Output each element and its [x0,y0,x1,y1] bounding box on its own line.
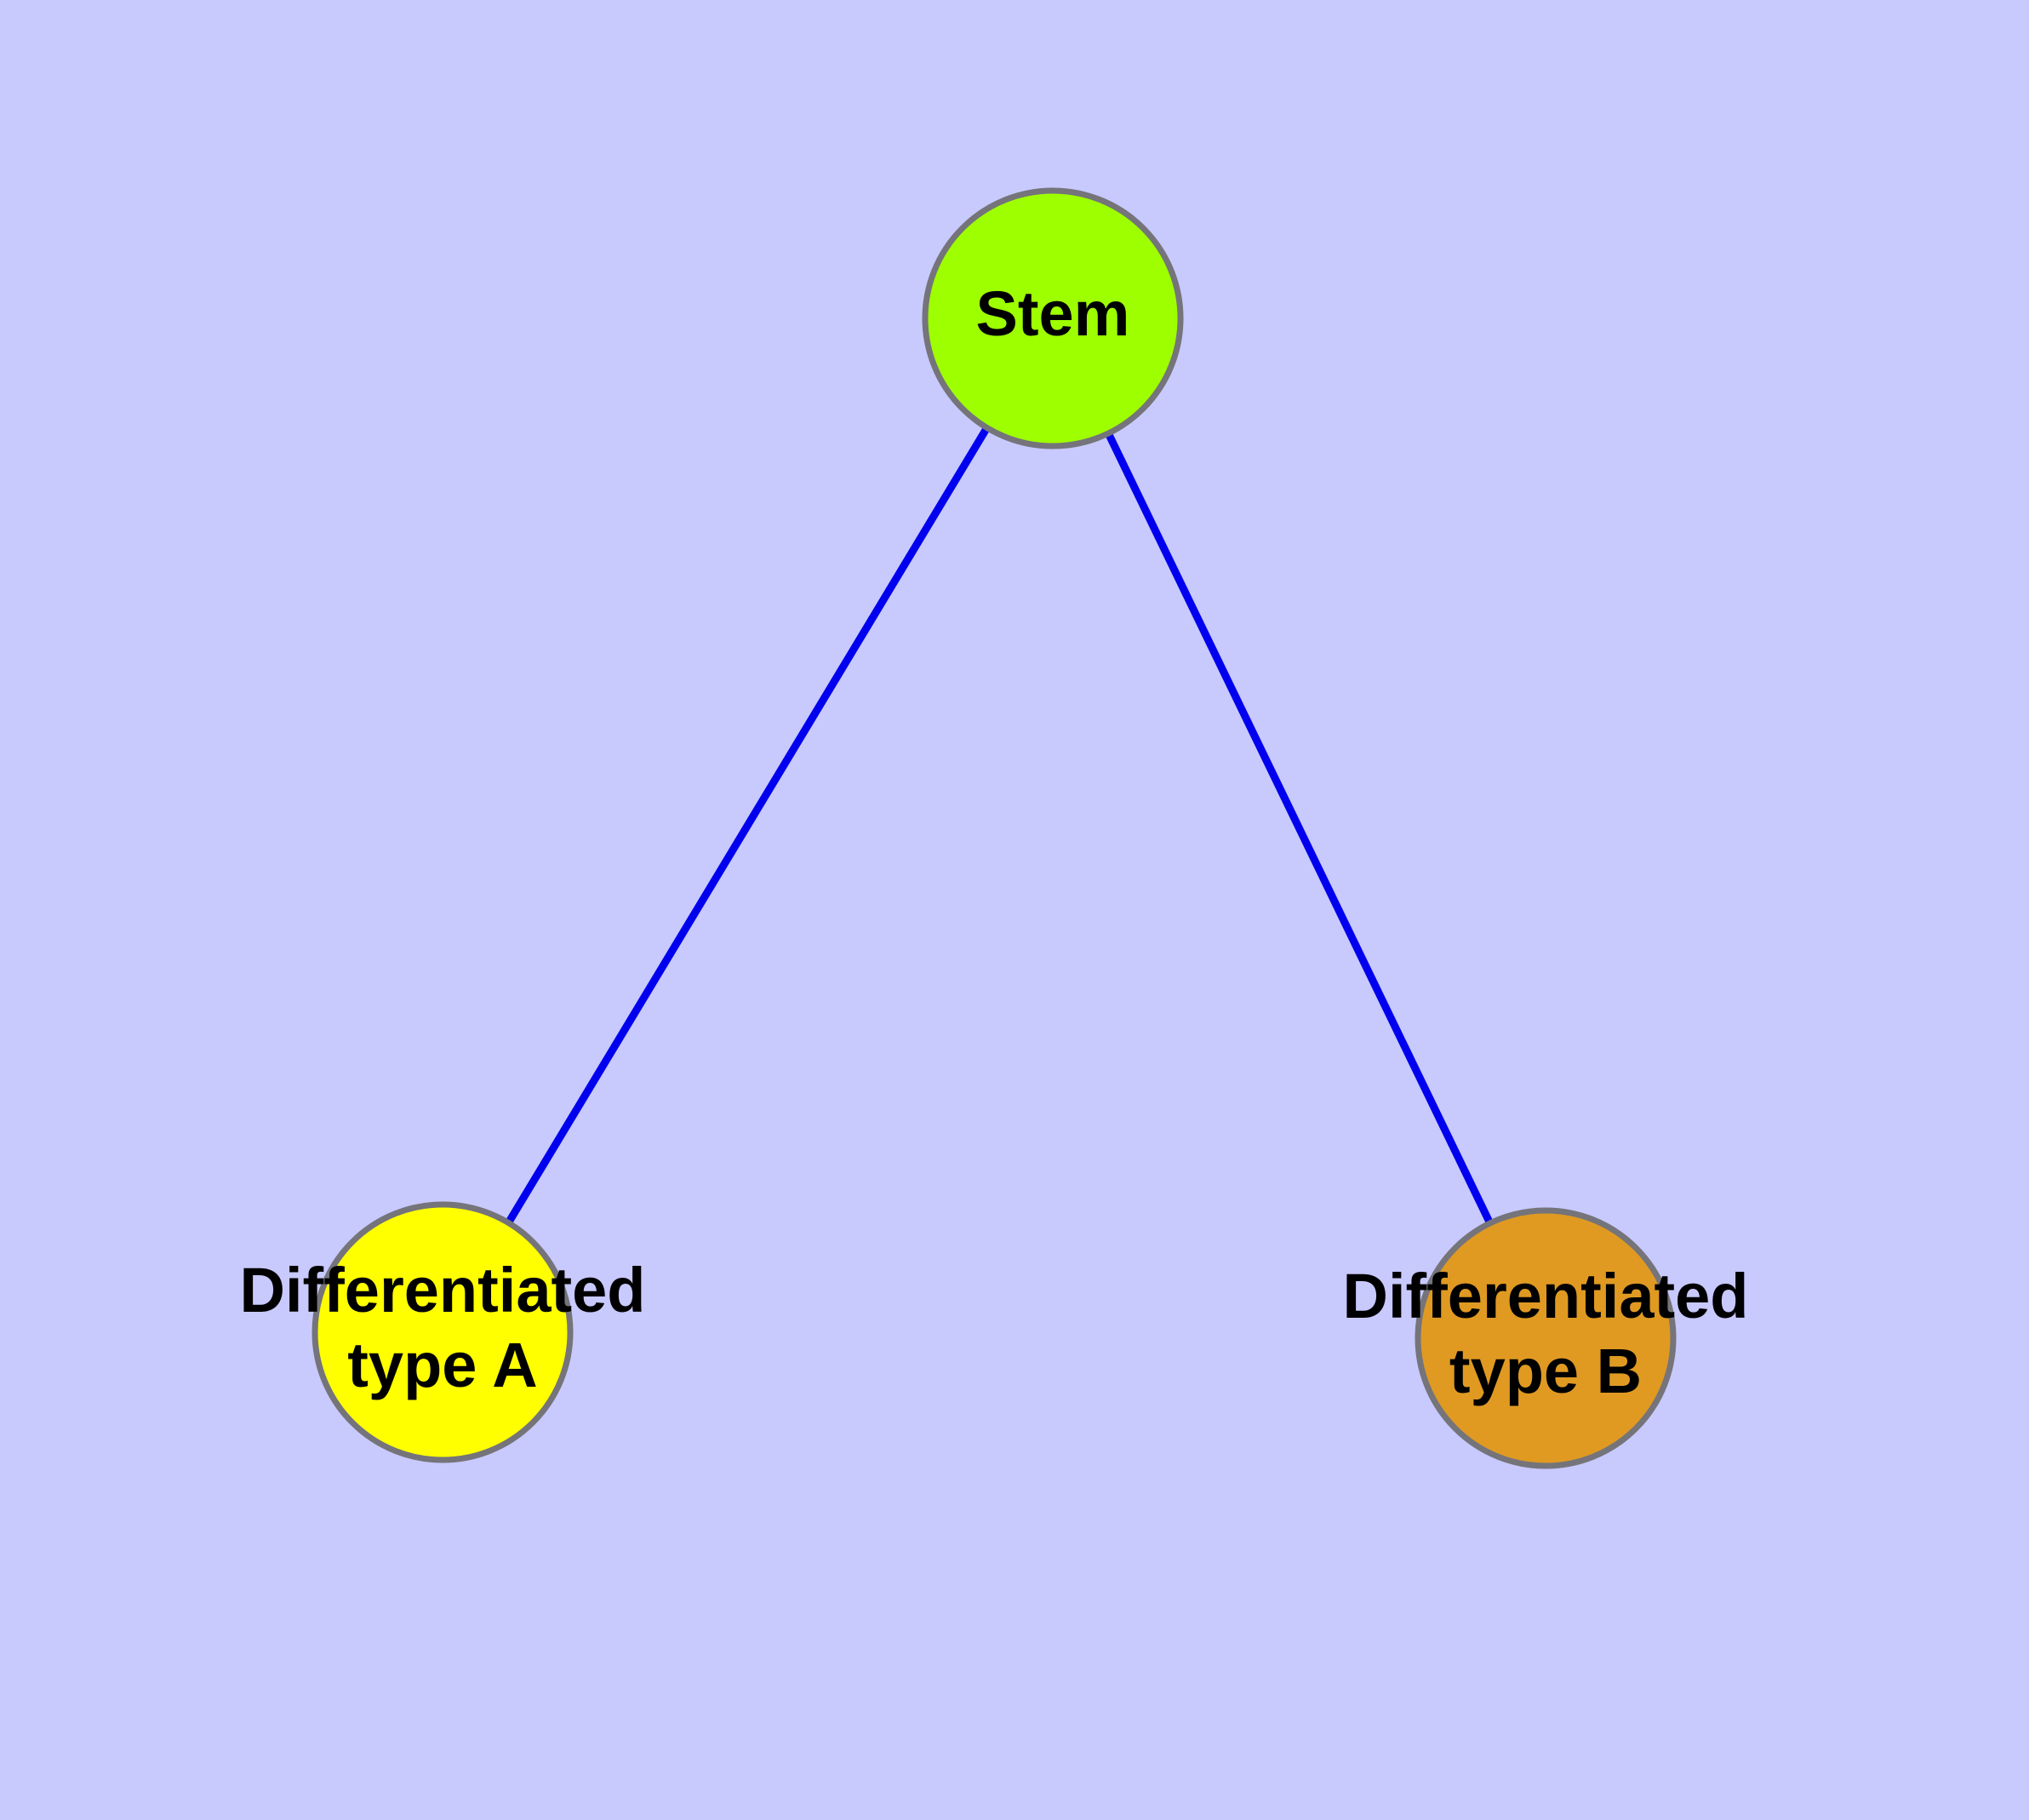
node-label-stem: Stem [976,278,1130,349]
node-circle-diff-b[interactable] [1415,1207,1677,1469]
edge-stem-to-diff-a[interactable] [439,316,1056,1335]
node-label-line: Differentiated [240,1255,646,1325]
node-label-line: Stem [976,278,1130,349]
node-label-line: type B [1449,1336,1642,1406]
edge-layer [439,316,1550,1340]
node-label-line: Differentiated [1343,1261,1749,1331]
node-label-line: type A [347,1330,537,1400]
node-stem[interactable]: Stem [922,187,1184,449]
edge-stem-to-diff-b[interactable] [1049,317,1550,1340]
node-circle-diff-a[interactable] [311,1201,574,1463]
node-circle-stem[interactable] [922,187,1184,449]
